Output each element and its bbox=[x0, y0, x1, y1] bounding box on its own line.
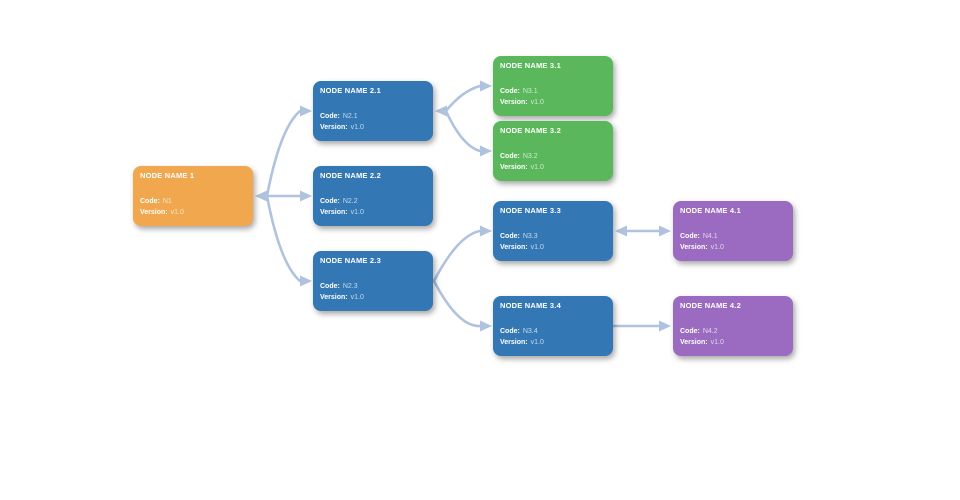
code-value: N3.4 bbox=[522, 328, 538, 335]
version-label: Version: bbox=[500, 164, 528, 171]
version-value: v1.0 bbox=[350, 294, 364, 301]
node-code-line: Code:N1 bbox=[140, 196, 246, 207]
code-value: N3.2 bbox=[522, 153, 538, 160]
node-title: NODE NAME 3.3 bbox=[500, 206, 561, 215]
diagram-node-n2-1[interactable]: NODE NAME 2.1 Code:N2.1 Version:v1.0 bbox=[313, 81, 433, 141]
node-version-line: Version:v1.0 bbox=[500, 242, 606, 253]
node-version-line: Version:v1.0 bbox=[320, 122, 426, 133]
code-label: Code: bbox=[500, 233, 520, 240]
arrowhead bbox=[300, 105, 312, 117]
diagram-node-n1[interactable]: NODE NAME 1 Code:N1 Version:v1.0 bbox=[133, 166, 253, 226]
arrowhead bbox=[480, 225, 492, 237]
code-label: Code: bbox=[500, 153, 520, 160]
node-title: NODE NAME 2.2 bbox=[320, 171, 381, 180]
arrowhead bbox=[659, 225, 671, 237]
version-value: v1.0 bbox=[710, 339, 724, 346]
edge-line bbox=[265, 109, 302, 198]
version-value: v1.0 bbox=[710, 244, 724, 251]
code-value: N4.1 bbox=[702, 233, 718, 240]
arrowhead bbox=[480, 320, 492, 332]
diagram-node-n3-1[interactable]: NODE NAME 3.1 Code:N3.1 Version:v1.0 bbox=[493, 56, 613, 116]
diagram-node-n4-2[interactable]: NODE NAME 4.2 Code:N4.2 Version:v1.0 bbox=[673, 296, 793, 356]
node-title: NODE NAME 1 bbox=[140, 171, 195, 180]
version-value: v1.0 bbox=[530, 244, 544, 251]
code-label: Code: bbox=[320, 198, 340, 205]
version-label: Version: bbox=[500, 244, 528, 251]
code-label: Code: bbox=[140, 198, 160, 205]
diagram-node-n4-1[interactable]: NODE NAME 4.1 Code:N4.1 Version:v1.0 bbox=[673, 201, 793, 261]
edge-line bbox=[432, 229, 482, 283]
node-title: NODE NAME 4.1 bbox=[680, 206, 741, 215]
node-version-line: Version:v1.0 bbox=[680, 242, 786, 253]
arrowhead bbox=[255, 190, 267, 202]
node-version-line: Version:v1.0 bbox=[680, 337, 786, 348]
diagram-node-n2-3[interactable]: NODE NAME 2.3 Code:N2.3 Version:v1.0 bbox=[313, 251, 433, 311]
version-label: Version: bbox=[500, 99, 528, 106]
version-label: Version: bbox=[320, 124, 348, 131]
version-label: Version: bbox=[140, 209, 168, 216]
arrowhead bbox=[435, 105, 447, 117]
node-code-line: Code:N3.2 bbox=[500, 151, 606, 162]
code-value: N3.3 bbox=[522, 233, 538, 240]
node-version-line: Version:v1.0 bbox=[140, 207, 246, 218]
arrowhead bbox=[480, 80, 492, 92]
code-value: N1 bbox=[162, 198, 172, 205]
node-title: NODE NAME 3.4 bbox=[500, 301, 561, 310]
diagram-node-n3-2[interactable]: NODE NAME 3.2 Code:N3.2 Version:v1.0 bbox=[493, 121, 613, 181]
version-value: v1.0 bbox=[530, 164, 544, 171]
node-version-line: Version:v1.0 bbox=[500, 97, 606, 108]
arrowhead bbox=[300, 190, 312, 202]
version-value: v1.0 bbox=[350, 209, 364, 216]
code-label: Code: bbox=[500, 328, 520, 335]
node-title: NODE NAME 2.3 bbox=[320, 256, 381, 265]
code-label: Code: bbox=[680, 233, 700, 240]
node-version-line: Version:v1.0 bbox=[320, 207, 426, 218]
edge-line bbox=[444, 84, 482, 113]
node-code-line: Code:N3.4 bbox=[500, 326, 606, 337]
arrowhead bbox=[659, 320, 671, 332]
node-code-line: Code:N3.1 bbox=[500, 86, 606, 97]
node-version-line: Version:v1.0 bbox=[500, 162, 606, 173]
node-version-line: Version:v1.0 bbox=[320, 292, 426, 303]
code-label: Code: bbox=[320, 283, 340, 290]
code-value: N4.2 bbox=[702, 328, 718, 335]
node-code-line: Code:N4.2 bbox=[680, 326, 786, 337]
diagram-node-n3-4[interactable]: NODE NAME 3.4 Code:N3.4 Version:v1.0 bbox=[493, 296, 613, 356]
version-value: v1.0 bbox=[350, 124, 364, 131]
version-value: v1.0 bbox=[530, 99, 544, 106]
code-label: Code: bbox=[500, 88, 520, 95]
node-code-line: Code:N2.2 bbox=[320, 196, 426, 207]
arrowhead bbox=[480, 145, 492, 157]
code-value: N2.3 bbox=[342, 283, 358, 290]
version-label: Version: bbox=[320, 294, 348, 301]
version-label: Version: bbox=[680, 244, 708, 251]
node-code-line: Code:N3.3 bbox=[500, 231, 606, 242]
edge-line bbox=[265, 194, 302, 283]
edge-line bbox=[432, 279, 482, 328]
diagram-node-n3-3[interactable]: NODE NAME 3.3 Code:N3.3 Version:v1.0 bbox=[493, 201, 613, 261]
version-label: Version: bbox=[320, 209, 348, 216]
version-label: Version: bbox=[680, 339, 708, 346]
node-title: NODE NAME 3.2 bbox=[500, 126, 561, 135]
diagram-node-n2-2[interactable]: NODE NAME 2.2 Code:N2.2 Version:v1.0 bbox=[313, 166, 433, 226]
version-value: v1.0 bbox=[530, 339, 544, 346]
node-version-line: Version:v1.0 bbox=[500, 337, 606, 348]
node-code-line: Code:N2.3 bbox=[320, 281, 426, 292]
version-value: v1.0 bbox=[170, 209, 184, 216]
edge-line bbox=[444, 109, 482, 153]
code-label: Code: bbox=[320, 113, 340, 120]
code-value: N2.2 bbox=[342, 198, 358, 205]
arrowhead bbox=[300, 275, 312, 287]
node-title: NODE NAME 3.1 bbox=[500, 61, 561, 70]
code-label: Code: bbox=[680, 328, 700, 335]
node-title: NODE NAME 2.1 bbox=[320, 86, 381, 95]
node-code-line: Code:N2.1 bbox=[320, 111, 426, 122]
node-title: NODE NAME 4.2 bbox=[680, 301, 741, 310]
arrowhead bbox=[615, 225, 627, 237]
code-value: N3.1 bbox=[522, 88, 538, 95]
node-code-line: Code:N4.1 bbox=[680, 231, 786, 242]
code-value: N2.1 bbox=[342, 113, 358, 120]
version-label: Version: bbox=[500, 339, 528, 346]
